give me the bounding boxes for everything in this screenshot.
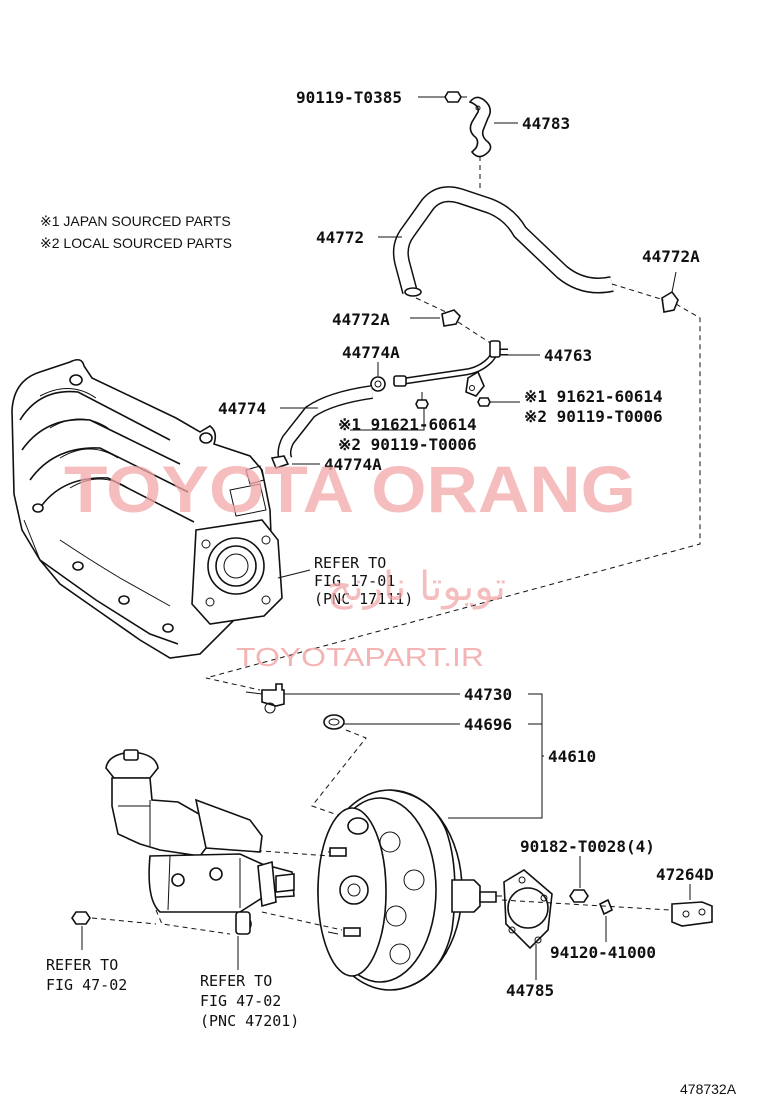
label-mid-local-90119: ※2 90119-T0006: [338, 435, 477, 454]
note-local-sourced: ※2 LOCAL SOURCED PARTS: [40, 235, 232, 251]
check-valve-44730: [245, 683, 285, 714]
clip-44774A-top: [370, 376, 386, 392]
watermark-brand: TOYOTA ORANG: [64, 452, 636, 526]
gasket-44785: [503, 869, 553, 950]
label-90182-T0028: 90182-T0028(4): [520, 837, 655, 856]
note-japan-sourced: ※1 JAPAN SOURCED PARTS: [40, 213, 231, 229]
master-cylinder: [105, 749, 295, 935]
label-right-local-90119: ※2 90119-T0006: [524, 407, 663, 426]
label-90119-T0385: 90119-T0385: [296, 88, 402, 107]
label-44772A-left: 44772A: [332, 310, 390, 329]
label-refer-left-1: REFER TO: [46, 956, 118, 974]
nut-90182-T0028: [569, 889, 589, 903]
label-44696: 44696: [464, 715, 512, 734]
label-refer-throttle-3: (PNC 17111): [314, 590, 413, 608]
label-47264D: 47264D: [656, 865, 714, 884]
hose-44772: [392, 186, 614, 297]
pin-94120-41000: [598, 898, 614, 916]
label-right-japan-91621: ※1 91621-60614: [524, 387, 663, 406]
label-44774A-top: 44774A: [342, 343, 400, 362]
pipe-44763: [393, 340, 508, 397]
label-refer-throttle-2: FIG 17-01: [314, 572, 395, 590]
clip-44774A-bottom: [270, 455, 290, 469]
label-44772: 44772: [316, 228, 364, 247]
diagram-id: 478732A: [680, 1081, 737, 1097]
label-refer-mc-3: (PNC 47201): [200, 1012, 299, 1030]
label-mid-japan-91621: ※1 91621-60614: [338, 415, 477, 434]
bracket-44783: [468, 96, 492, 158]
clip-44772A-right: [661, 290, 679, 313]
label-44774A-bottom: 44774A: [324, 455, 382, 474]
brake-booster-44610: [317, 789, 502, 991]
watermark-url: TOYOTAPART.IR: [236, 642, 484, 672]
clip-44772A-left: [441, 309, 461, 327]
label-44730: 44730: [464, 685, 512, 704]
label-refer-mc-1: REFER TO: [200, 972, 272, 990]
clevis-47264D: [671, 901, 713, 927]
bolt-91621-60614-mid: [415, 392, 429, 409]
nut-master-cylinder-left: [71, 911, 91, 925]
label-44774: 44774: [218, 399, 266, 418]
label-refer-left-2: FIG 47-02: [46, 976, 127, 994]
bolt-91621-60614-right: [477, 397, 498, 407]
grommet-44696: [323, 714, 345, 730]
watermark-persian: تویوتا نارنج: [327, 564, 506, 610]
bolt-90119-T0385: [444, 91, 467, 103]
label-44783: 44783: [522, 114, 570, 133]
label-44763: 44763: [544, 346, 592, 365]
label-94120-41000: 94120-41000: [550, 943, 656, 962]
intake-manifold: [11, 358, 283, 659]
label-refer-throttle-1: REFER TO: [314, 554, 386, 572]
label-refer-mc-2: FIG 47-02: [200, 992, 281, 1010]
label-44785: 44785: [506, 981, 554, 1000]
hose-44774: [277, 385, 374, 464]
label-44610: 44610: [548, 747, 596, 766]
label-44772A-right: 44772A: [642, 247, 700, 266]
